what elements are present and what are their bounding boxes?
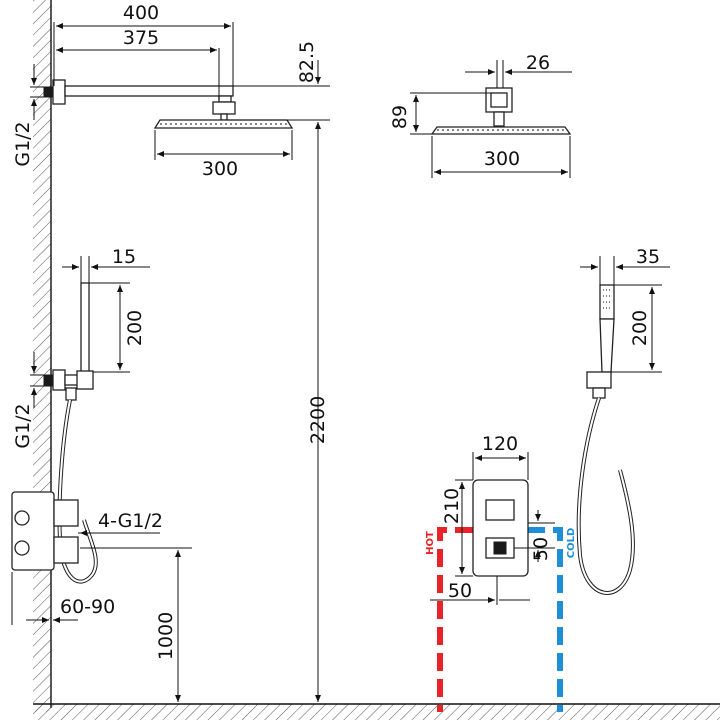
handheld-side bbox=[43, 282, 98, 584]
cold-pipe-label: COLD bbox=[566, 528, 577, 559]
dim-plate-width-text: 120 bbox=[482, 433, 518, 455]
dim-head-mount-height-text: 89 bbox=[389, 105, 411, 129]
dim-head-mount-height: 89 bbox=[389, 92, 492, 135]
hot-pipe-label: HOT bbox=[425, 531, 436, 555]
dim-pipe-offset: 50 bbox=[430, 576, 530, 605]
dim-arm-total-text: 400 bbox=[123, 2, 159, 24]
dim-wall-thread-top-text: G1/2 bbox=[12, 121, 34, 166]
dim-handheld-bar-height-side: 200 bbox=[89, 282, 146, 373]
dim-plate-height: 210 bbox=[441, 479, 473, 577]
floor bbox=[33, 703, 720, 720]
dim-valve-height-text: 1000 bbox=[155, 612, 177, 660]
dim-plate-height-text: 210 bbox=[441, 488, 463, 524]
dim-install-height-text: 2200 bbox=[307, 396, 329, 444]
dim-head-diameter-front: 300 bbox=[431, 136, 571, 178]
valve-plate-front bbox=[472, 479, 529, 577]
dim-head-diameter-front-text: 300 bbox=[484, 148, 520, 170]
handheld-front bbox=[576, 284, 635, 595]
dim-wall-thread-bottom: G1/2 bbox=[12, 352, 44, 449]
dim-arm-drop-text: 82.5 bbox=[296, 41, 318, 83]
valve-body-side bbox=[11, 491, 79, 571]
dim-handheld-bar-height-front: 200 bbox=[611, 284, 662, 373]
dim-pipe-offset-text: 50 bbox=[448, 580, 472, 602]
dim-wall-thread-top: G1/2 bbox=[12, 64, 44, 167]
dim-handheld-bar-width-front-text: 35 bbox=[636, 246, 660, 268]
dim-valve-ports-text: 4-G1/2 bbox=[98, 510, 163, 532]
dim-valve-height: 1000 bbox=[80, 547, 192, 702]
shower-head-side bbox=[153, 119, 294, 129]
dim-valve-depth-text: 60-90 bbox=[60, 596, 115, 618]
dim-arm-drop: 82.5 bbox=[227, 41, 330, 145]
dim-plate-width: 120 bbox=[472, 433, 529, 480]
dim-handheld-bar-height-front-text: 200 bbox=[629, 310, 651, 346]
dim-handheld-bar-height-side-text: 200 bbox=[124, 310, 146, 346]
dim-arm-reach: 375 bbox=[56, 27, 220, 100]
dim-head-diameter-side-text: 300 bbox=[202, 158, 238, 180]
shower-head-front bbox=[430, 87, 572, 135]
dim-pipe-spacing-text: 50 bbox=[530, 537, 552, 561]
shower-arm-side bbox=[43, 79, 236, 121]
dim-valve-ports: 4-G1/2 bbox=[78, 510, 163, 536]
wall bbox=[33, 0, 52, 712]
dim-arm-reach-text: 375 bbox=[123, 27, 159, 49]
dim-handheld-bar-width-front: 35 bbox=[580, 246, 670, 285]
dim-head-mount-width-text: 26 bbox=[526, 52, 550, 74]
dim-pipe-spacing: 50 bbox=[514, 510, 555, 562]
dim-arm-total: 400 bbox=[53, 2, 234, 86]
dim-handheld-bar-width-side: 15 bbox=[62, 246, 150, 283]
dim-head-mount-width: 26 bbox=[465, 52, 572, 88]
hot-pipe bbox=[437, 527, 473, 712]
dim-valve-depth: 60-90 bbox=[11, 572, 115, 625]
dim-head-diameter-side: 300 bbox=[154, 130, 293, 180]
dim-handheld-bar-width-side-text: 15 bbox=[112, 246, 136, 268]
dim-wall-thread-bottom-text: G1/2 bbox=[12, 403, 34, 448]
dim-install-height: 2200 bbox=[307, 122, 329, 702]
cold-pipe bbox=[527, 527, 563, 712]
